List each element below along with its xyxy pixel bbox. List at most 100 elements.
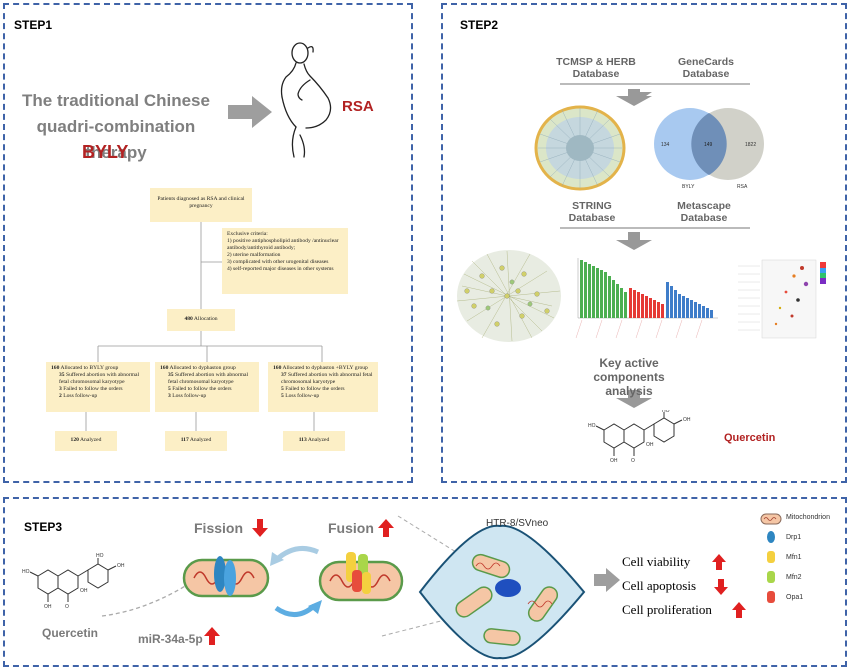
legend-mfn2-icon <box>767 571 775 583</box>
svg-text:HO: HO <box>96 553 104 559</box>
abort-count: 37 <box>281 372 287 378</box>
cell-line-label: HTR-8/SVneo <box>486 518 549 529</box>
quercetin-label-step3: Quercetin <box>42 626 99 640</box>
fail-text: Failed to follow the orders <box>63 386 123 392</box>
step2-label: STEP2 <box>460 18 499 32</box>
group-count: 160 <box>51 365 60 371</box>
exclusive-title: Exclusive criteria: <box>227 231 268 237</box>
venn-diagram <box>654 108 764 180</box>
loss-text: Loss follow-up <box>172 393 207 399</box>
outcome-cell-viability: Cell viability <box>622 554 691 569</box>
go-enrichment-bar-image <box>575 258 718 339</box>
drug-name: BYLY <box>82 142 129 162</box>
mirna-label: miR-34a-5p <box>138 632 203 646</box>
loss-count: 2 <box>59 393 62 399</box>
flow-connectors <box>85 222 323 431</box>
group-box-combined: 160 Allocated to dyphaston +BYLY group 3… <box>268 362 378 412</box>
db-metascape: Metascape Database <box>664 200 744 224</box>
analyzed-label: Analyzed <box>189 437 212 443</box>
exclusive-criteria-box: Exclusive criteria: 1) positive antiphos… <box>222 228 348 294</box>
fission-fusion-cycle-arrows <box>270 545 322 617</box>
step3-panel <box>3 497 847 667</box>
abort-count: 35 <box>168 372 174 378</box>
db-string: STRING Database <box>552 200 632 224</box>
db-tcmsp-herb: TCMSP & HERB Database <box>536 56 656 80</box>
group-box-dyphaston: 160 Allocated to dyphaston group 35 Suff… <box>155 362 259 412</box>
flow-start-box: Patients diagnosed as RSA and clinical p… <box>150 188 252 222</box>
venn-middle-count: 149 <box>704 142 713 148</box>
legend-mitochondrion-label: Mitochondrion <box>786 514 830 521</box>
svg-text:O: O <box>631 458 635 464</box>
group-label: Allocated to BYLY group <box>60 365 119 371</box>
fail-text: Failed to follow the orders <box>172 386 232 392</box>
analyzed-count: 113 <box>298 437 307 443</box>
svg-text:OH: OH <box>117 563 125 569</box>
fusion-up-arrow-icon <box>378 519 394 537</box>
analyzed-count: 120 <box>70 437 79 443</box>
step2-arrows <box>560 83 750 408</box>
group-count: 160 <box>160 365 169 371</box>
legend-mfn2-label: Mfn2 <box>786 574 802 581</box>
compound-target-network-image <box>534 105 626 191</box>
key-components-line2: analysis <box>605 384 653 398</box>
analyzed-box-combined: 113 Analyzed <box>283 431 345 451</box>
allocation-label: Allocation <box>193 316 218 322</box>
fission-mitochondrion-image <box>182 556 270 598</box>
pregnant-woman-icon <box>280 42 332 158</box>
exclusive-item: 4) self-reported major diseases in other… <box>227 266 334 272</box>
svg-text:OH: OH <box>646 442 654 448</box>
step1-panel <box>3 3 413 483</box>
exclusive-item: 3) complicated with other urogenital dis… <box>227 259 329 265</box>
fission-down-arrow-icon <box>252 519 268 537</box>
analyzed-label: Analyzed <box>80 437 102 443</box>
therapy-line2: quadri-combination therapy <box>36 117 196 162</box>
abort-count: 35 <box>59 372 65 378</box>
svg-text:OH: OH <box>80 588 88 594</box>
analyzed-box-byly: 120 Analyzed <box>55 431 117 451</box>
key-components-line1: Key active components <box>593 356 665 384</box>
step2-panel <box>441 3 847 483</box>
db-string-text: STRING Database <box>568 200 616 224</box>
svg-text:HO: HO <box>22 569 30 575</box>
kegg-bubble-image <box>738 259 826 339</box>
legend-mfn1-label: Mfn1 <box>786 554 802 561</box>
venn-right-count: 1822 <box>745 142 757 148</box>
loss-text: Loss follow-up <box>63 393 98 399</box>
legend-opa1-label: Opa1 <box>786 594 804 601</box>
exclusive-item: 1) positive antiphospholipid antibody /a… <box>227 238 339 251</box>
svg-text:O: O <box>65 604 69 610</box>
abort-text: Suffered abortion with abnormal fetal ch… <box>168 372 249 385</box>
legend-drp1-label: Drp1 <box>786 534 802 541</box>
svg-text:OH: OH <box>610 458 618 464</box>
venn-left-count: 134 <box>661 142 670 148</box>
svg-text:OH: OH <box>683 417 691 423</box>
right-arrow-icon <box>228 96 272 128</box>
outcome-cell-apoptosis: Cell apoptosis <box>622 578 697 593</box>
outcome-cell-proliferation: Cell proliferation <box>622 602 712 617</box>
abort-text: Suffered abortion with abnormal fetal ch… <box>281 372 373 385</box>
key-components-title: Key active components analysis <box>566 356 692 398</box>
db-metascape-text: Metascape Database <box>677 200 731 224</box>
db-genecards-text: GeneCards Database <box>677 56 735 80</box>
ppi-network-image <box>456 250 561 342</box>
fusion-label: Fusion <box>328 520 374 536</box>
group-label: Allocated to dyphaston group <box>169 365 236 371</box>
loss-count: 3 <box>168 393 171 399</box>
svg-text:HO: HO <box>588 423 596 429</box>
proliferation-up-arrow-icon <box>732 602 746 618</box>
exclusive-item: 2) uterine malformation <box>227 252 281 258</box>
fission-label: Fission <box>194 520 244 536</box>
quercetin-label-step2: Quercetin <box>724 432 776 444</box>
fail-count: 3 <box>59 386 62 392</box>
viability-up-arrow-icon <box>712 554 726 570</box>
legend-opa1-icon <box>767 591 775 603</box>
group-box-byly: 160 Allocated to BYLY group 35 Suffered … <box>46 362 150 412</box>
loss-text: Loss follow-up <box>285 393 320 399</box>
disease-name: RSA <box>342 98 374 115</box>
group-label: Allocated to dyphaston +BYLY group <box>282 365 368 371</box>
outcome-arrow-icon <box>594 568 620 592</box>
abort-text: Suffered abortion with abnormal fetal ch… <box>59 372 140 385</box>
legend-drp1-icon <box>767 531 775 543</box>
